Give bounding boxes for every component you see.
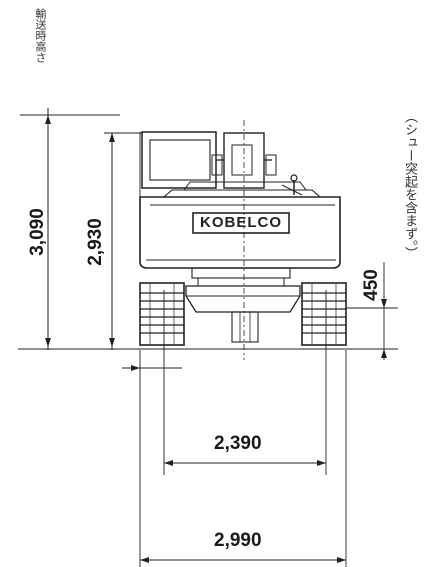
handrail	[281, 174, 303, 196]
brand-label: KOBELCO	[200, 214, 282, 231]
track-gauge-dimension	[164, 460, 326, 466]
left-track	[139, 282, 185, 346]
boom	[211, 120, 277, 360]
slewing-ring	[191, 267, 291, 287]
brand-plate	[192, 212, 290, 234]
transport-height-note: 輸送時高さ	[34, 8, 47, 63]
overall-width-dimension	[140, 557, 346, 563]
cab	[139, 131, 217, 200]
ground-clearance-dimension	[346, 262, 398, 360]
cab-height-label: 2,930	[85, 218, 106, 266]
right-track	[301, 282, 347, 346]
upper-structure	[139, 181, 341, 269]
center-swivel	[231, 311, 259, 343]
shoe-projection-note: （シュー突起を含まず。）	[402, 110, 417, 260]
track-gauge-label: 2,390	[214, 433, 262, 454]
car-body	[185, 285, 301, 313]
overall-height-dimension	[20, 108, 120, 350]
ground-clearance-label: 450	[361, 269, 382, 301]
overall-height-label: 3,090	[27, 208, 48, 256]
overall-width-label: 2,990	[214, 530, 262, 551]
cab-height-dimension	[104, 132, 142, 350]
